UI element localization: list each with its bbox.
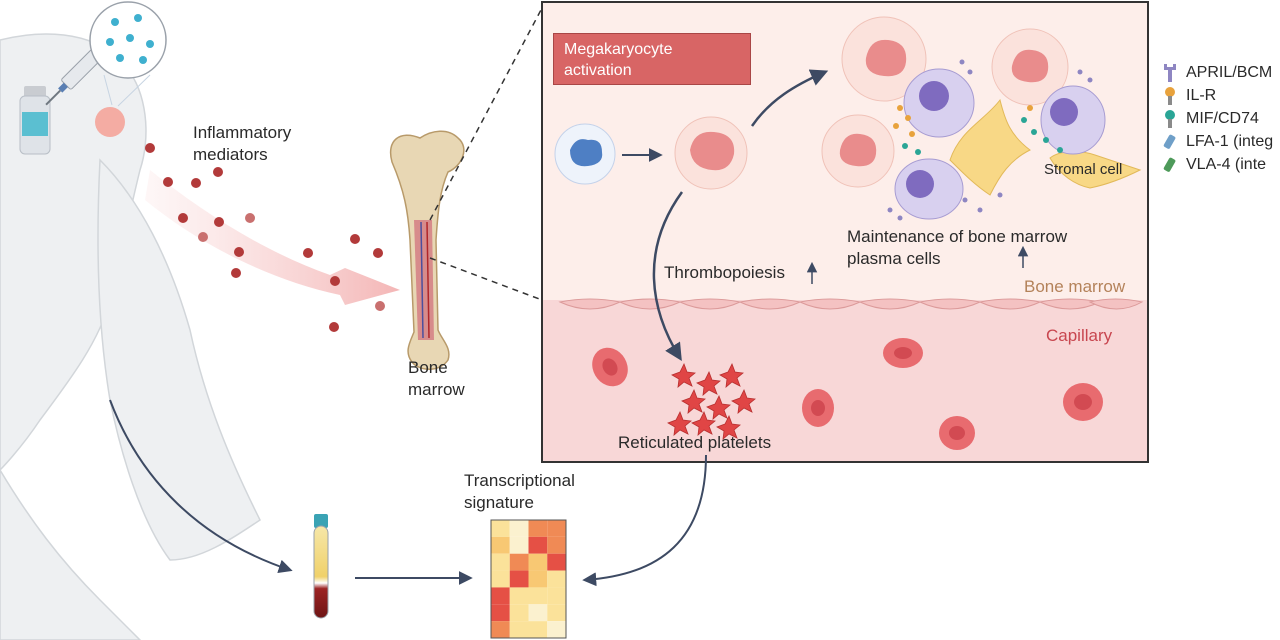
- mif-cd74-icon: [1165, 110, 1175, 128]
- lfa1-integrin-icon: [1163, 134, 1176, 149]
- transcriptional-signature-label: Transcriptional signature: [464, 471, 575, 512]
- heatmap-cell: [491, 604, 510, 622]
- vla4-integrin-icon: [1163, 157, 1176, 172]
- heatmap-cell: [547, 621, 566, 638]
- heatmap-cell: [491, 570, 510, 588]
- mediator-flow-arrow: [145, 170, 400, 305]
- heatmap-cell: [547, 570, 566, 588]
- bone-marrow-bone-label: Bone marrow: [408, 358, 465, 399]
- thrombopoiesis-label: Thrombopoiesis: [664, 263, 785, 282]
- heatmap-cell: [547, 536, 566, 554]
- heatmap-border: [490, 519, 567, 639]
- bone-marrow-region-label: Bone marrow: [1024, 277, 1126, 296]
- il-receptor-icon: [1165, 87, 1175, 105]
- heatmap-cell: [528, 520, 548, 537]
- april-bcma-receptor-icon: [1164, 64, 1176, 82]
- reticulated-platelets-label: Reticulated platelets: [618, 433, 772, 452]
- heatmap-cell: [528, 621, 548, 638]
- stromal-cells: [949, 98, 1142, 196]
- legend-item-il-r: IL-R: [1162, 85, 1216, 107]
- receptor-ligand-dots: [887, 59, 1093, 221]
- heatmap-cell: [528, 553, 548, 571]
- reticulated-platelets: [667, 363, 756, 440]
- transcriptional-heatmap: [490, 519, 567, 639]
- injection-site: [95, 107, 125, 137]
- heatmap-cell: [528, 570, 548, 588]
- arrow-platelets-to-signature: [582, 454, 707, 587]
- capillary-label: Capillary: [1046, 326, 1113, 345]
- heatmap-cell: [491, 553, 510, 571]
- megakaryocyte-activation-box: Megakaryocyte activation: [553, 33, 751, 85]
- legend-item-lfa-1: LFA-1 (integ: [1162, 131, 1273, 153]
- heatmap-cell: [547, 587, 566, 605]
- antigen-particles-icon: [89, 1, 167, 107]
- blood-tube-icon: [313, 514, 329, 619]
- megakaryocyte-cell: [674, 116, 748, 190]
- heatmap-cell: [528, 536, 548, 554]
- heatmap-cell: [491, 520, 510, 537]
- heatmap-cell: [509, 536, 529, 554]
- zoom-line-bottom: [429, 257, 543, 301]
- heatmap-cell: [547, 553, 566, 571]
- stromal-cell-label: Stromal cell: [1044, 161, 1123, 178]
- heatmap-cell: [509, 553, 529, 571]
- heatmap-cell: [509, 621, 529, 638]
- heatmap-cell: [491, 536, 510, 554]
- red-blood-cells: [592, 338, 1103, 450]
- heatmap-cell: [528, 604, 548, 622]
- legend-item-mif-cd74: MIF/CD74: [1162, 108, 1259, 130]
- legend-item-vla-4: VLA-4 (inte: [1162, 154, 1266, 176]
- bone-illustration: [389, 130, 465, 370]
- heatmap-cell: [528, 587, 548, 605]
- heatmap-cell: [509, 570, 529, 588]
- progenitor-cell: [554, 123, 616, 185]
- heatmap-cell: [509, 604, 529, 622]
- arrow-mk-to-platelets: [652, 191, 684, 361]
- vaccine-vial-icon: [19, 86, 51, 155]
- arrow-mk-to-plasma: [750, 69, 829, 127]
- zoom-line-top: [429, 7, 543, 221]
- inflammatory-mediators-label: Inflammatory mediators: [193, 123, 292, 164]
- arrow-body-to-blood: [109, 399, 293, 574]
- plasma-cells: [894, 68, 1106, 220]
- inflammatory-mediator-dots: [145, 143, 385, 332]
- niche-megakaryocytes: [821, 16, 1069, 188]
- heatmap-cell: [509, 520, 529, 537]
- legend-item-april-bcma: APRIL/BCM: [1162, 62, 1272, 84]
- heatmap-cell: [547, 604, 566, 622]
- heatmap-cell: [547, 520, 566, 537]
- heatmap-cell: [509, 587, 529, 605]
- heatmap-cell: [491, 621, 510, 638]
- heatmap-cell: [491, 587, 510, 605]
- maintenance-label: Maintenance of bone marrow plasma cells: [847, 227, 1068, 268]
